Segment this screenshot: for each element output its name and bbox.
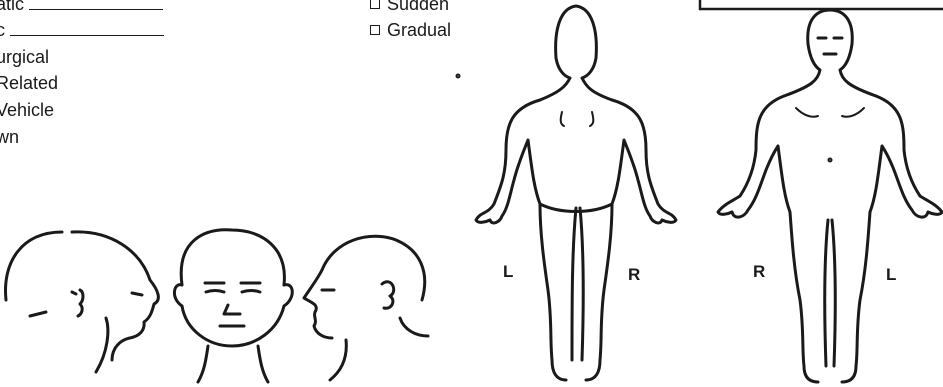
front-view-left-label: L [886,266,896,284]
body-front-view-icon [718,10,942,382]
stray-mark [457,75,460,78]
head-front-icon [174,230,292,382]
back-view-left-label: L [503,263,513,281]
front-view-right-label: R [753,263,765,281]
head-right-profile-icon [304,236,428,380]
back-view-right-label: R [628,266,640,284]
body-back-view-icon [476,6,676,380]
head-left-profile-icon [5,232,158,372]
